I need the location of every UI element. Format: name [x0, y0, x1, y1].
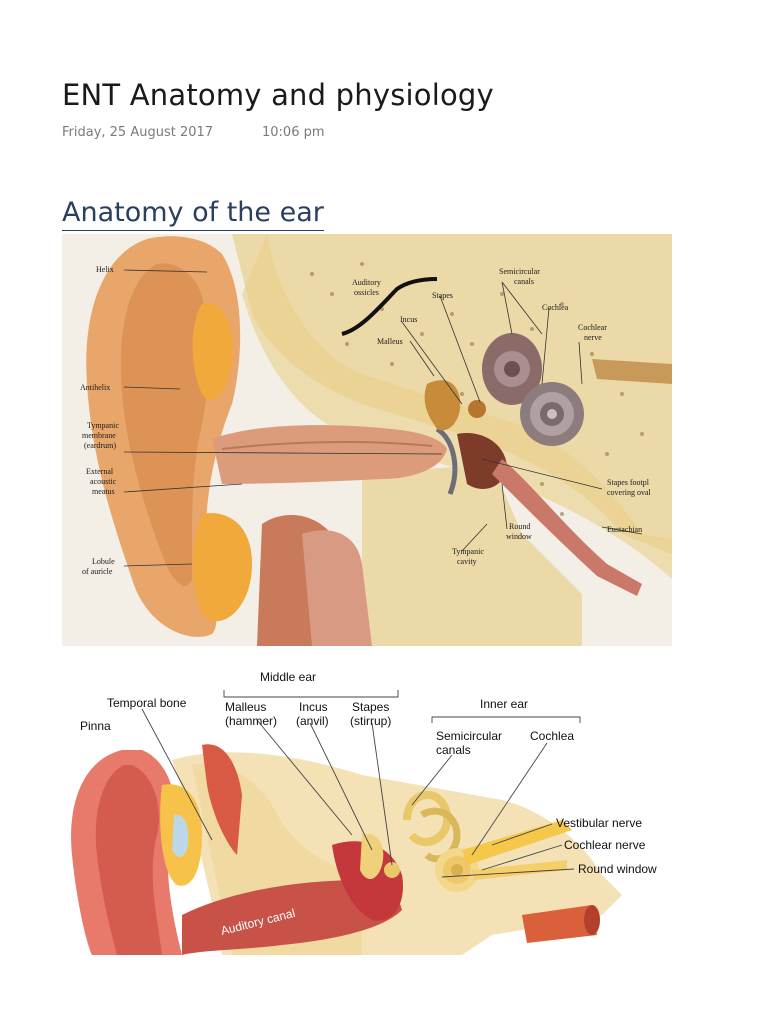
fig1-label-external-1: External — [86, 467, 114, 476]
fig1-label-eustachian: Eustachian — [607, 525, 642, 534]
fig1-label-cochlear-nerve-2: nerve — [584, 333, 602, 342]
fig2-label-round-window: Round window — [578, 862, 657, 876]
fig2-label-vestibular-nerve: Vestibular nerve — [556, 816, 642, 830]
fig2-label-middle-ear: Middle ear — [260, 670, 316, 684]
section-heading: Anatomy of the ear — [62, 197, 324, 231]
ear-anatomy-figure-2: Middle ear Temporal bone Malleus (hammer… — [62, 665, 680, 955]
fig1-label-tympanic-3: (eardrum) — [84, 441, 116, 450]
fig2-label-stapes-2: (stirrup) — [350, 714, 391, 728]
ear-anatomy-illustration-1: Helix Antihelix Tympanic membrane (eardr… — [62, 234, 672, 646]
fig2-label-semicircular-2: canals — [436, 743, 471, 757]
fig1-label-tympanic-2: membrane — [82, 431, 116, 440]
fig2-label-semicircular-1: Semicircular — [436, 729, 502, 743]
fig1-label-tympanic-1: Tympanic — [87, 421, 119, 430]
page-date: Friday, 25 August 2017 — [62, 125, 214, 140]
fig2-label-inner-ear: Inner ear — [480, 697, 528, 711]
fig2-label-malleus-2: (hammer) — [225, 714, 277, 728]
page-time: 10:06 pm — [262, 125, 325, 140]
fig1-label-auditory-2: ossicles — [354, 288, 379, 297]
fig2-label-incus-1: Incus — [299, 700, 328, 714]
fig1-label-external-3: meatus — [92, 487, 115, 496]
page-title: ENT Anatomy and physiology — [62, 78, 494, 112]
fig1-label-stapes-footplate-2: covering oval — [607, 488, 652, 497]
fig1-label-round-window-1: Round — [509, 522, 530, 531]
fig2-label-cochlear-nerve: Cochlear nerve — [564, 838, 646, 852]
fig2-label-incus-2: (anvil) — [296, 714, 329, 728]
fig1-label-helix: Helix — [96, 265, 114, 274]
fig1-label-tympanic-cavity-1: Tympanic — [452, 547, 484, 556]
fig1-label-antihelix: Antihelix — [80, 383, 110, 392]
fig1-label-stapes-footplate-1: Stapes footpl — [607, 478, 650, 487]
fig1-label-incus: Incus — [400, 315, 417, 324]
fig1-label-stapes: Stapes — [432, 291, 453, 300]
fig1-label-malleus: Malleus — [377, 337, 403, 346]
fig1-label-auditory-1: Auditory — [352, 278, 381, 287]
fig1-label-tympanic-cavity-2: cavity — [457, 557, 477, 566]
ear-anatomy-figure-1: Helix Antihelix Tympanic membrane (eardr… — [62, 234, 672, 646]
fig2-label-malleus-1: Malleus — [225, 700, 266, 714]
fig2-label-pinna: Pinna — [80, 719, 111, 733]
fig1-label-cochlea: Cochlea — [542, 303, 569, 312]
fig2-label-temporal-bone: Temporal bone — [107, 696, 187, 710]
fig1-label-external-2: acoustic — [90, 477, 117, 486]
fig1-label-semicircular-2: canals — [514, 277, 534, 286]
ear-anatomy-illustration-2: Middle ear Temporal bone Malleus (hammer… — [62, 665, 680, 955]
fig2-label-cochlea: Cochlea — [530, 729, 574, 743]
fig1-label-lobule-2: of auricle — [82, 567, 113, 576]
fig1-label-semicircular-1: Semicircular — [499, 267, 540, 276]
fig1-label-cochlear-nerve-1: Cochlear — [578, 323, 607, 332]
fig2-label-stapes-1: Stapes — [352, 700, 389, 714]
fig1-label-lobule-1: Lobule — [92, 557, 115, 566]
fig1-label-round-window-2: window — [506, 532, 532, 541]
